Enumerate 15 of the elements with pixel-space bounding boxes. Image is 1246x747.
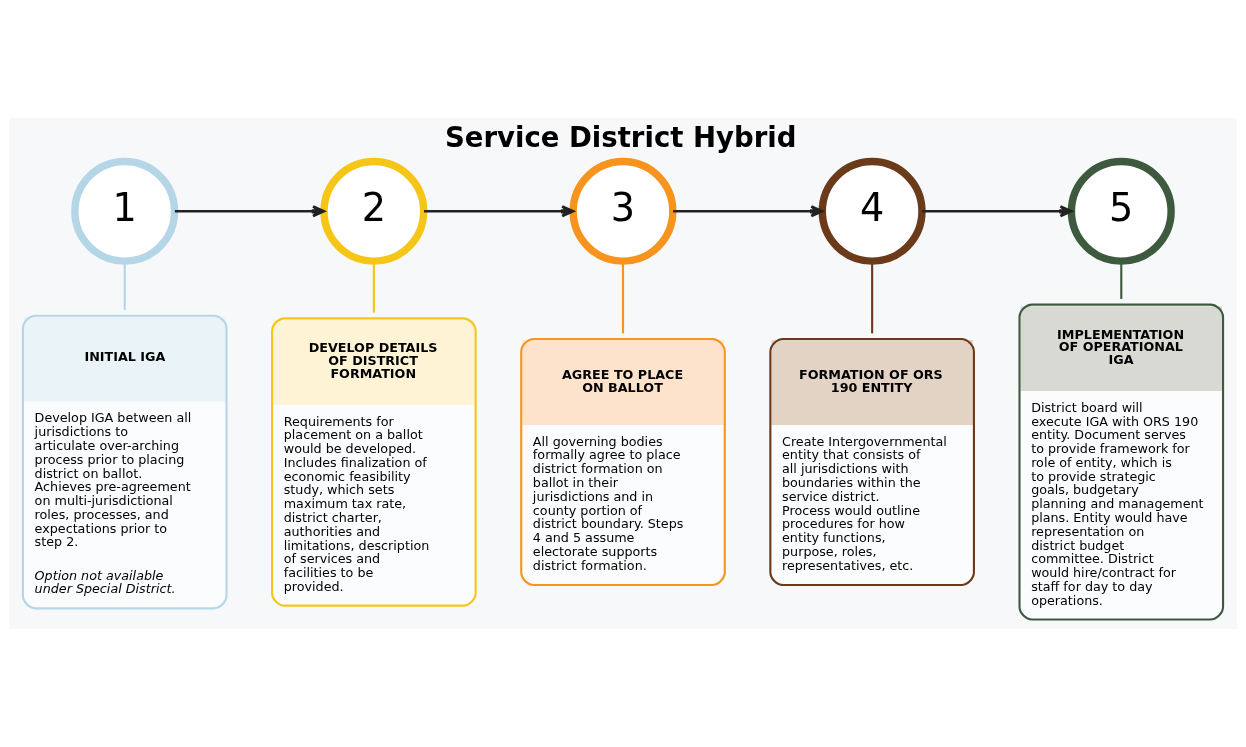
node-circle: 4 (818, 157, 926, 265)
node-circle: 3 (569, 157, 677, 265)
node-circle: 5 (1067, 157, 1175, 265)
arrow (424, 205, 575, 218)
connector (372, 261, 375, 313)
connector (621, 261, 625, 334)
connector (1120, 261, 1123, 299)
node-circle: 2 (320, 157, 428, 265)
node-circle: 1 (71, 157, 179, 265)
connector (871, 261, 874, 334)
connector (123, 261, 126, 311)
arrow (673, 205, 824, 218)
arrow (922, 205, 1073, 218)
diagram-title: Service District Hybrid (444, 121, 797, 154)
arrow (174, 205, 326, 218)
